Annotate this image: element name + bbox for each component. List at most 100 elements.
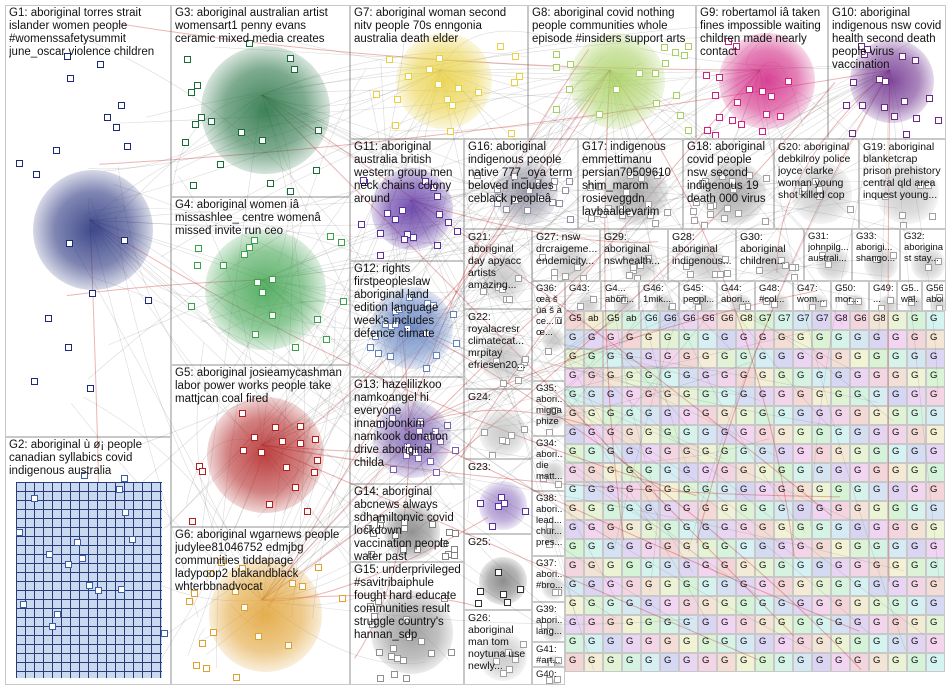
small-group-cell[interactable]: G (660, 368, 679, 387)
small-group-cell[interactable]: G (736, 653, 755, 672)
small-group-cell[interactable]: G (603, 577, 622, 596)
small-group-cell[interactable]: G (926, 406, 945, 425)
small-group-cell[interactable]: G (907, 311, 926, 330)
small-group-cell[interactable]: G (660, 558, 679, 577)
small-group-cell[interactable]: G (641, 653, 660, 672)
group-cell-g33[interactable]: G33: aborigi... shango... (852, 229, 900, 281)
group-cell-g55[interactable]: G5... wal... (897, 281, 922, 311)
small-group-cell[interactable]: G (660, 444, 679, 463)
small-group-cell[interactable]: G (698, 368, 717, 387)
small-group-cell[interactable]: G (888, 634, 907, 653)
small-group-cell[interactable]: G (774, 463, 793, 482)
small-group-cell[interactable]: G (660, 596, 679, 615)
group-cell-g50[interactable]: G50: mor... (831, 281, 869, 311)
small-group-cell[interactable]: G (869, 558, 888, 577)
small-group-cell[interactable]: G (869, 501, 888, 520)
small-group-cell[interactable]: G (603, 425, 622, 444)
small-group-cell[interactable]: G (584, 425, 603, 444)
small-group-cell[interactable]: G (850, 368, 869, 387)
small-group-cell[interactable]: G (888, 653, 907, 672)
small-group-cell[interactable]: G (565, 520, 584, 539)
small-group-cell[interactable]: G (584, 558, 603, 577)
small-group-cell[interactable]: G (888, 539, 907, 558)
small-group-cell[interactable]: G8 (869, 311, 888, 330)
small-group-cell[interactable]: G (926, 463, 945, 482)
small-group-cell[interactable]: G5 (565, 311, 584, 330)
small-group-cell[interactable]: G (736, 387, 755, 406)
group-cell-g47[interactable]: G47: wom... (793, 281, 831, 311)
small-group-cell[interactable]: G8 (736, 311, 755, 330)
small-group-cell[interactable]: G (641, 577, 660, 596)
group-cell-g45[interactable]: G45: peopl... (679, 281, 717, 311)
small-group-cell[interactable]: G (565, 615, 584, 634)
small-group-cell[interactable]: G (717, 330, 736, 349)
group-cell-g20[interactable]: G20: aboriginal debkilroy police joyce c… (774, 139, 859, 229)
small-group-cell[interactable]: G (774, 387, 793, 406)
group-cell-g1[interactable]: G1: aboriginal torres strait islander wo… (5, 5, 171, 437)
group-cell-g37[interactable]: G37: abori... #bro... (532, 556, 565, 602)
group-cell-g16[interactable]: G16: aboriginal indigenous people native… (464, 139, 578, 229)
small-group-cell[interactable]: G (774, 425, 793, 444)
small-group-cell[interactable]: G (603, 387, 622, 406)
small-group-cell[interactable]: G (888, 577, 907, 596)
small-group-cell[interactable]: G (698, 387, 717, 406)
small-group-cell[interactable]: G (603, 501, 622, 520)
small-group-cell[interactable]: G (717, 463, 736, 482)
small-group-cell[interactable]: G (717, 577, 736, 596)
small-group-cell[interactable]: G (831, 463, 850, 482)
small-group-cell[interactable]: G (603, 653, 622, 672)
small-group-cell[interactable]: G (812, 406, 831, 425)
small-group-cell[interactable]: G (888, 311, 907, 330)
small-group-cell[interactable]: G (622, 558, 641, 577)
group-cell-g48[interactable]: G48: #col... (755, 281, 793, 311)
small-group-cell[interactable]: G (698, 634, 717, 653)
small-group-cell[interactable]: G (641, 482, 660, 501)
small-group-cell[interactable]: G (812, 539, 831, 558)
small-group-cell[interactable]: G (869, 615, 888, 634)
small-group-cell[interactable]: G (717, 406, 736, 425)
small-group-cell[interactable]: G (869, 406, 888, 425)
small-group-cell[interactable]: G (755, 558, 774, 577)
small-group-cell[interactable]: G (755, 349, 774, 368)
small-group-cell[interactable]: G (755, 501, 774, 520)
small-group-cell[interactable]: G (565, 558, 584, 577)
small-group-cell[interactable]: G (850, 463, 869, 482)
small-group-cell[interactable]: G (888, 463, 907, 482)
small-group-cell[interactable]: G (622, 596, 641, 615)
small-group-cell[interactable]: G (660, 425, 679, 444)
small-group-cell[interactable]: G (584, 368, 603, 387)
small-group-cell[interactable]: G (565, 482, 584, 501)
group-cell-g28[interactable]: G28: aboriginal indigenous... (668, 229, 736, 281)
group-cell-g24[interactable]: G24: (464, 389, 532, 459)
small-group-cell[interactable]: G (907, 463, 926, 482)
small-group-cell[interactable]: G (679, 501, 698, 520)
small-group-cell[interactable]: G (831, 482, 850, 501)
small-group-cell[interactable]: G (717, 482, 736, 501)
small-group-cell[interactable]: G (565, 444, 584, 463)
small-group-cell[interactable]: G (565, 539, 584, 558)
small-group-cell[interactable]: G (641, 463, 660, 482)
small-group-cell[interactable]: G (679, 444, 698, 463)
small-group-cell[interactable]: G (869, 387, 888, 406)
small-group-cell[interactable]: G (812, 387, 831, 406)
small-group-cell[interactable]: G (850, 406, 869, 425)
small-group-cell[interactable]: G (888, 558, 907, 577)
small-group-cell[interactable]: G (869, 425, 888, 444)
small-group-cell[interactable]: G (774, 653, 793, 672)
small-group-cell[interactable]: G (679, 463, 698, 482)
group-cell-g49[interactable]: G49: ... (869, 281, 897, 311)
small-group-cell[interactable]: G (793, 387, 812, 406)
small-group-cell[interactable]: G (831, 349, 850, 368)
small-group-cell[interactable]: G (812, 653, 831, 672)
small-group-cell[interactable]: G (755, 368, 774, 387)
small-group-cell[interactable]: G (698, 653, 717, 672)
small-group-cell[interactable]: G (565, 653, 584, 672)
small-group-cell[interactable]: G (850, 501, 869, 520)
small-group-cell[interactable]: G (622, 330, 641, 349)
small-group-cell[interactable]: G (584, 539, 603, 558)
small-group-cell[interactable]: G (622, 653, 641, 672)
small-group-cell[interactable]: G (584, 349, 603, 368)
group-cell-g21[interactable]: G21: aboriginal day apyacc artists amazi… (464, 229, 532, 309)
small-group-cell[interactable]: G (565, 501, 584, 520)
small-group-cell[interactable]: G (774, 520, 793, 539)
